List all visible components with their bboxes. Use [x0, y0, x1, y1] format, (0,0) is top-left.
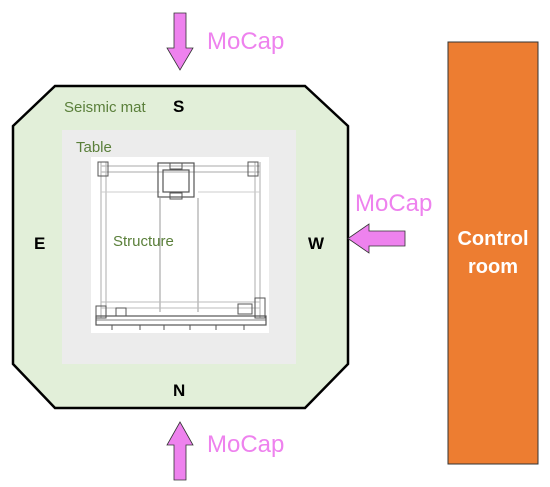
control-room-line1: Control	[457, 228, 529, 250]
control-room-line2: room	[468, 256, 518, 278]
direction-e: E	[34, 234, 46, 253]
table-label: Table	[76, 139, 112, 156]
mocap-arrow-right	[347, 223, 406, 254]
control-room-label: Control room	[448, 225, 538, 281]
mocap-label-right: MoCap	[355, 190, 433, 217]
structure-label: Structure	[113, 233, 174, 250]
direction-s: S	[173, 97, 185, 116]
structure-drawing	[91, 157, 269, 333]
mocap-arrow-bottom	[166, 421, 194, 481]
direction-w: W	[308, 234, 325, 253]
direction-n: N	[173, 381, 186, 400]
mocap-label-bottom: MoCap	[207, 431, 285, 458]
mocap-arrow-top	[166, 12, 194, 71]
seismic-mat-label: Seismic mat	[64, 99, 146, 116]
control-room-block	[447, 41, 539, 465]
mocap-label-top: MoCap	[207, 28, 285, 55]
